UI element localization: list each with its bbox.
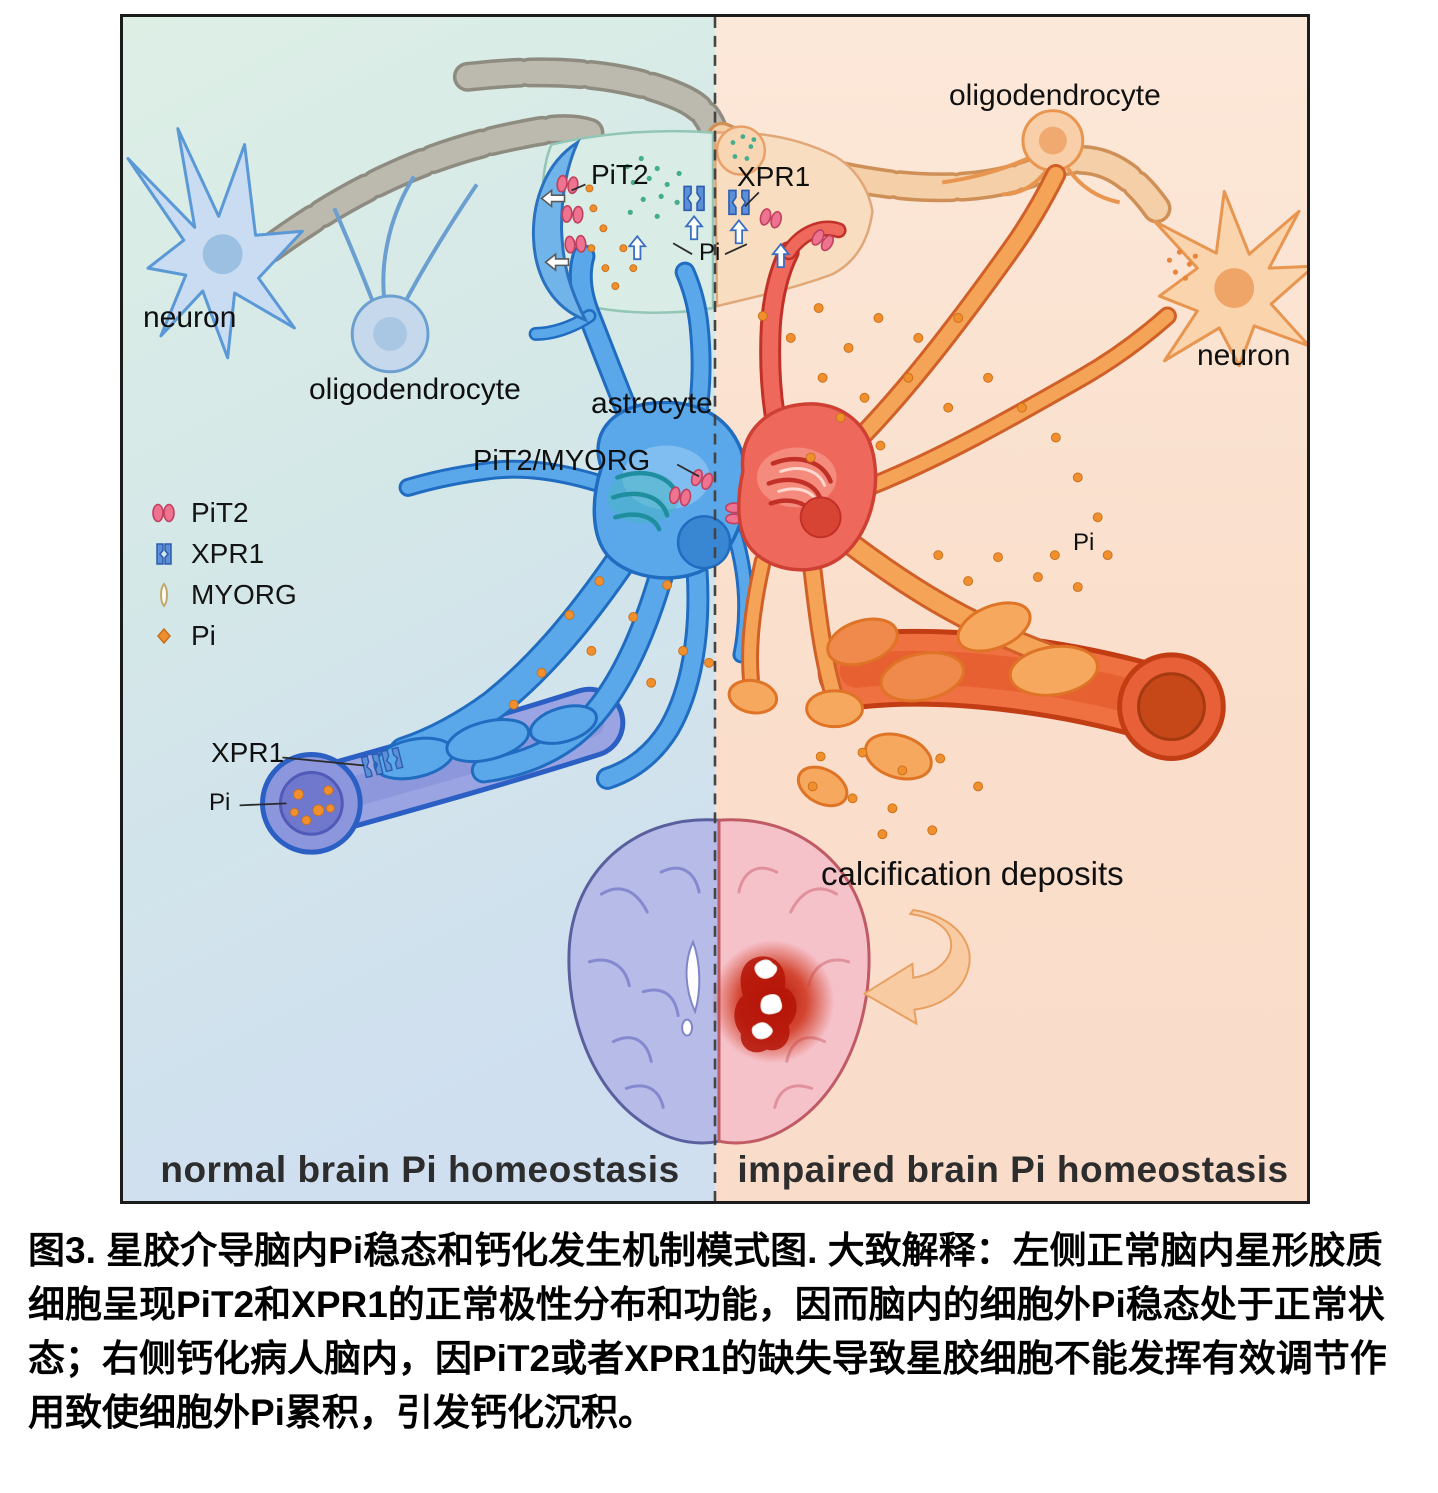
label-neuron-right: neuron bbox=[1197, 339, 1291, 372]
pi-dot-icon bbox=[157, 627, 171, 645]
label-pit2-myorg: PiT2/MYORG bbox=[473, 445, 651, 477]
label-pit2-synapse: PiT2 bbox=[591, 159, 649, 190]
label-astrocyte: astrocyte bbox=[591, 387, 713, 420]
vesicle-dots bbox=[624, 134, 757, 219]
legend-label-xpr1: XPR1 bbox=[191, 538, 265, 569]
myelinated-axon-left bbox=[255, 57, 729, 264]
label-oligodendrocyte-right: oligodendrocyte bbox=[949, 79, 1161, 112]
brain-section bbox=[567, 818, 871, 1145]
leader-lines bbox=[239, 183, 760, 807]
legend-item-pit2: PiT2 bbox=[149, 497, 297, 529]
blood-vessel-left-end bbox=[260, 746, 404, 855]
oligodendrocyte-right-cell bbox=[941, 109, 1121, 205]
xpr1-channel-icon bbox=[156, 543, 172, 565]
label-xpr1-synapse: XPR1 bbox=[737, 161, 811, 192]
label-oligodendrocyte-left: oligodendrocyte bbox=[309, 373, 521, 406]
label-xpr1-vessel: XPR1 bbox=[211, 737, 285, 768]
label-pi-vessel: Pi bbox=[209, 789, 231, 816]
legend: PiT2 XPR1 MYORG Pi bbox=[149, 497, 297, 652]
blood-vessel-right-end bbox=[1117, 652, 1226, 761]
figure-caption: 图3. 星胶介导脑内Pi稳态和钙化发生机制模式图. 大致解释：左侧正常脑内星形胶… bbox=[28, 1230, 1387, 1434]
calcification-arrow bbox=[862, 908, 971, 1026]
figure-panel: PiT2 XPR1 Pi neuron oligodendrocyte astr… bbox=[120, 14, 1310, 1204]
astrocyte-right-cell bbox=[727, 164, 1177, 808]
legend-label-pit2: PiT2 bbox=[191, 497, 249, 528]
myorg-icon bbox=[160, 582, 168, 608]
neuron-left-cell bbox=[126, 127, 304, 360]
legend-item-myorg: MYORG bbox=[149, 579, 297, 611]
legend-item-xpr1: XPR1 bbox=[149, 538, 297, 570]
legend-item-pi: Pi bbox=[149, 620, 297, 652]
pi-dots-left bbox=[508, 184, 714, 710]
panel-label-impaired: impaired brain Pi homeostasis bbox=[737, 1149, 1289, 1190]
legend-label-myorg: MYORG bbox=[191, 579, 297, 610]
label-pi-extracellular: Pi bbox=[1073, 529, 1095, 556]
legend-label-pi: Pi bbox=[191, 620, 216, 651]
pit2-dimer-icon bbox=[152, 503, 175, 523]
oligodendrocyte-left-cell bbox=[332, 175, 479, 374]
pi-dots-right bbox=[757, 303, 1113, 840]
label-neuron-left: neuron bbox=[143, 301, 237, 334]
neuron-right-cell bbox=[1153, 189, 1307, 368]
synaptic-terminal bbox=[531, 134, 837, 323]
label-calcification-deposits: calcification deposits bbox=[821, 855, 1124, 892]
illustration bbox=[123, 17, 1307, 1201]
label-pi-synapse: Pi bbox=[699, 239, 721, 266]
panel-label-normal: normal brain Pi homeostasis bbox=[160, 1149, 680, 1190]
